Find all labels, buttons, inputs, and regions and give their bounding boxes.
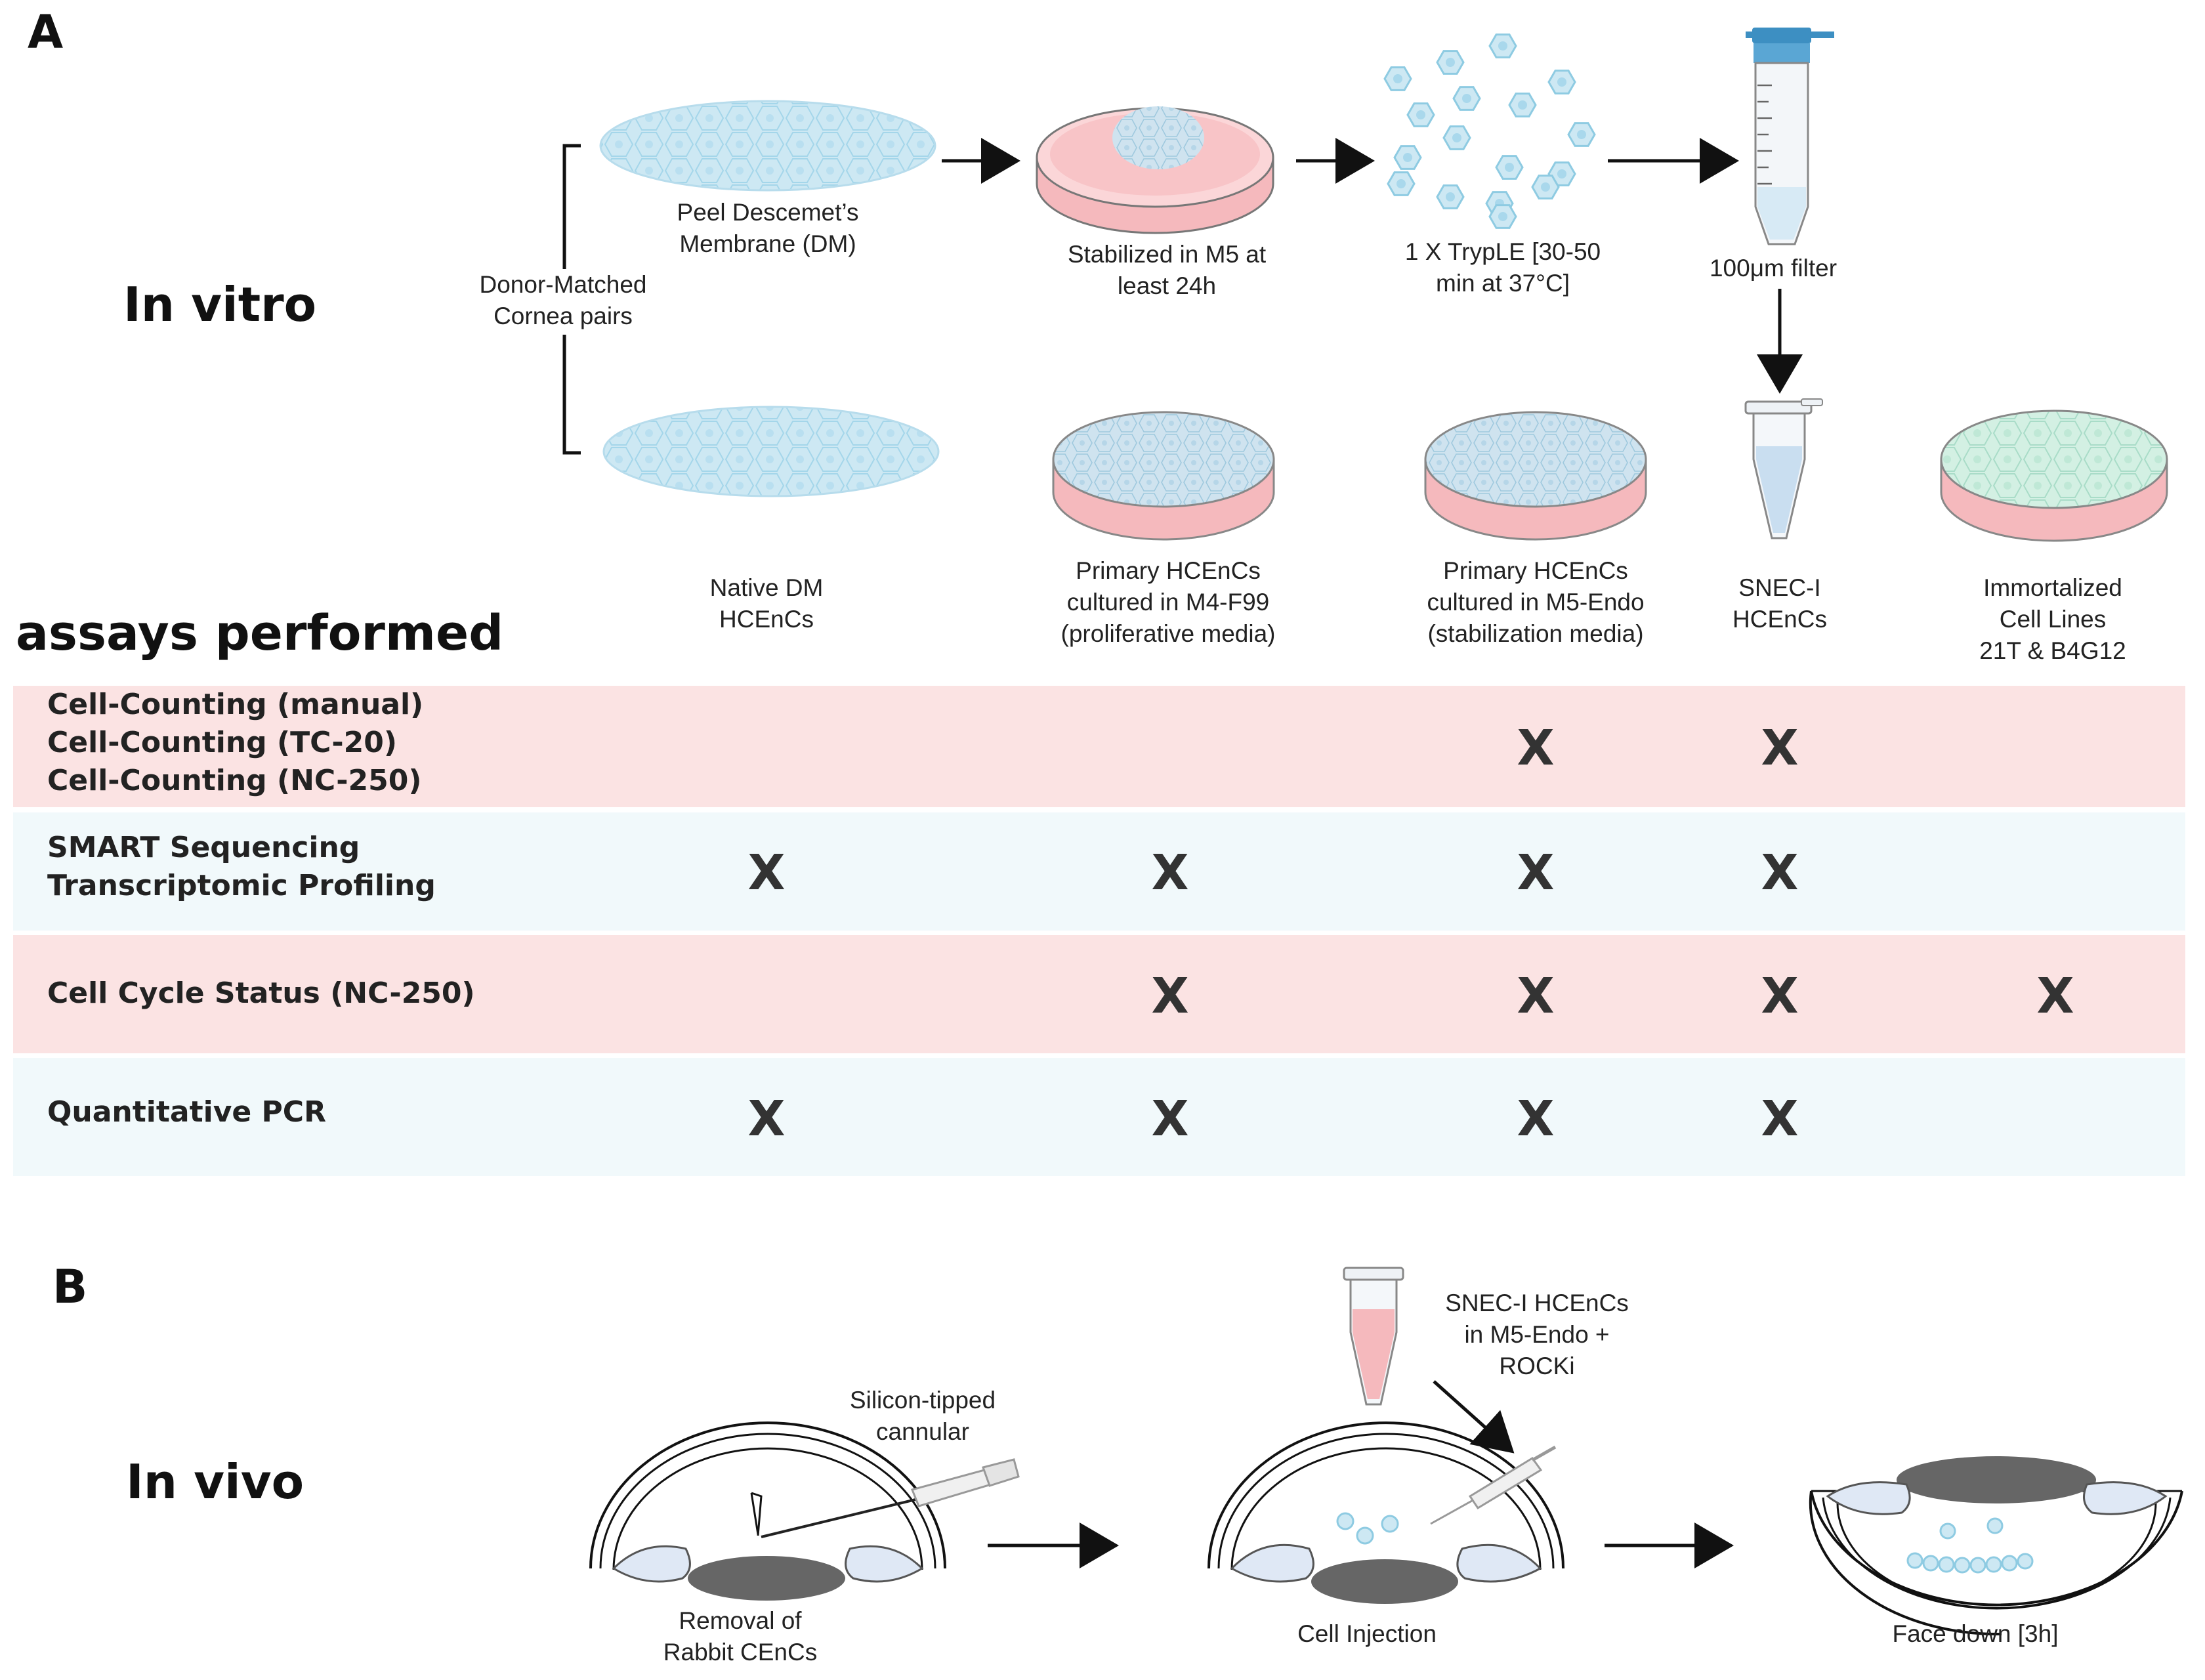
dish-immortalized [1940,410,2168,542]
assay-mark: X [1761,720,1799,776]
cell-nucleus [1403,153,1412,162]
cell-nucleus [1446,58,1455,67]
assays-title: assays performed [16,605,504,662]
assay-row-cell-counting: Cell-Counting (manual) Cell-Counting (TC… [13,686,2185,807]
panel-a-letter: A [28,5,64,59]
donor-label: Donor-Matched Cornea pairs [479,271,647,329]
column-label-snec: SNEC-I HCEnCs [1732,574,1827,633]
snec-injection-label: SNEC-I HCEnCs in M5-Endo + ROCKi [1445,1290,1629,1379]
dissociated-cells [1383,33,1596,229]
step-label-filter: 100μm filter [1709,255,1838,282]
column-label-immortalized: Immortalized Cell Lines 21T & B4G12 [1979,574,2126,664]
cell-nucleus [1498,41,1507,51]
assay-mark: X [747,1091,786,1147]
assay-mark: X [1761,968,1799,1024]
assay-mark: X [1151,1091,1189,1147]
cell-nucleus [1462,94,1471,103]
in-vitro-title: In vitro [123,277,317,332]
assay-mark: X [1517,845,1555,901]
cell-nucleus [1541,182,1550,192]
column-label-native-dm: Native DM HCEnCs [709,574,824,633]
eye-removal [589,1421,1020,1601]
assay-mark: X [1151,968,1189,1024]
dish-m5-endo [1424,411,1647,541]
step-label-peel: Peel Descemet’s Membrane (DM) [677,199,859,257]
cell-nucleus [1396,179,1406,188]
column-label-m4-f99: Primary HCEnCs cultured in M4-F99 (proli… [1060,557,1276,647]
cell-nucleus [1518,100,1527,110]
step-label-trypsin: 1 X TrypLE [30-50 min at 37°C] [1404,238,1601,297]
assay-name: Cell-Counting (manual) Cell-Counting (TC… [47,688,424,797]
in-vivo-title: In vivo [126,1454,304,1509]
cell-nucleus [1498,212,1507,221]
assay-name: Cell Cycle Status (NC-250) [47,976,475,1010]
cell-nucleus [1505,163,1514,172]
assay-row-smart-seq: SMART Sequencing Transcriptomic Profilin… [13,812,2185,931]
assay-mark: X [1761,845,1799,901]
cannula-label: Silicon-tipped cannular [849,1387,996,1445]
assay-mark: X [1761,1091,1799,1147]
donor-bracket [562,144,581,455]
assay-mark: X [1151,845,1189,901]
injection-label: Cell Injection [1297,1620,1437,1647]
cell-nucleus [1557,77,1566,87]
dish-m4-f99 [1052,411,1275,541]
face-down-label: Face down [3h] [1892,1620,2059,1647]
eye-injection [1208,1267,1564,1604]
cell-nucleus [1446,192,1455,201]
assay-row-cell-cycle: Cell Cycle Status (NC-250) [13,935,2185,1053]
column-label-m5-endo: Primary HCEnCs cultured in M5-Endo (stab… [1427,557,1645,647]
assay-mark: X [1517,968,1555,1024]
panel-b-letter: B [52,1260,88,1314]
dm-sheet-top [599,100,936,192]
dm-sheet-bottom [602,406,940,497]
assay-name: SMART Sequencing Transcriptomic Profilin… [47,831,436,902]
eye-face-down [1809,1456,2183,1636]
cell-nucleus [1393,74,1402,83]
assay-mark: X [1517,720,1555,776]
dish-stabilized [1036,106,1274,234]
assay-name: Quantitative PCR [47,1095,326,1129]
step-label-stabilized: Stabilized in M5 at least 24h [1067,241,1267,299]
snec-tube [1744,398,1823,539]
cell-nucleus [1416,110,1425,119]
cell-nucleus [1557,169,1566,178]
assay-row-qpcr: Quantitative PCR [13,1058,2185,1176]
falcon-tube [1746,28,1834,245]
removal-label: Removal of Rabbit CEnCs [663,1607,818,1666]
assay-mark: X [2036,968,2074,1024]
assay-mark: X [1517,1091,1555,1147]
arrow-snec-to-syringe [1433,1380,1515,1454]
assay-mark: X [747,845,786,901]
cell-nucleus [1577,130,1586,139]
cell-nucleus [1452,133,1461,142]
